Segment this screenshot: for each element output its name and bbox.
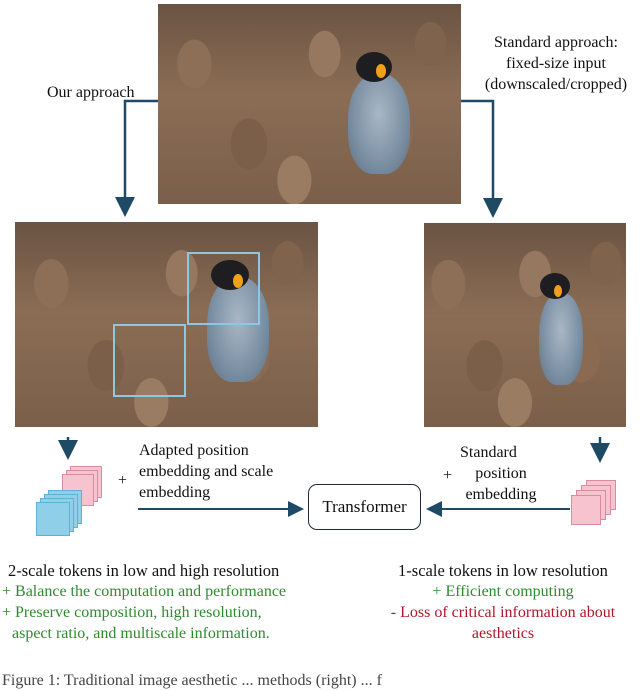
adult-penguin (348, 74, 410, 174)
left-penguin-photo (15, 222, 318, 427)
adult-penguin-ear-patch (376, 64, 386, 78)
our-approach-label: Our approach (47, 84, 135, 101)
adapted-embedding-label: Adapted position embedding and scale emb… (139, 440, 273, 503)
plus-left: + (118, 472, 128, 489)
left-caption-pro-1: + Balance the computation and performanc… (2, 583, 287, 600)
adapted-embedding-line-1: Adapted position (139, 442, 249, 459)
standard-embedding-line-3: embedding (465, 486, 537, 503)
standard-approach-line-1: Standard approach: (494, 34, 618, 51)
right-caption-title: 1-scale tokens in low resolution (398, 561, 608, 580)
adult-penguin-head (211, 260, 249, 290)
right-caption-con-2: aesthetics (471, 625, 535, 642)
left-caption: 2-scale tokens in low and high resolutio… (2, 560, 362, 644)
blue-token (36, 502, 70, 536)
standard-approach-line-3: (downscaled/cropped) (484, 76, 628, 93)
adapted-embedding-line-3: embedding (139, 484, 211, 501)
high-res-crop-box-chick (113, 324, 186, 397)
standard-approach-line-2: fixed-size input (506, 55, 606, 72)
left-caption-pro-3: aspect ratio, and multiscale information… (12, 625, 270, 642)
arrow-top-to-left (115, 99, 158, 217)
adult-penguin (539, 293, 583, 385)
standard-embedding-label: Standard position embedding (454, 442, 548, 505)
left-caption-pro-2: + Preserve composition, high resolution, (2, 604, 262, 621)
left-caption-title: 2-scale tokens in low and high resolutio… (8, 561, 280, 580)
plus-right: + (443, 467, 453, 484)
arrow-top-to-right (461, 99, 503, 218)
right-penguin-photo (424, 223, 626, 427)
right-caption: 1-scale tokens in low resolution + Effic… (366, 560, 640, 644)
transformer-box: Transformer (308, 484, 421, 530)
adult-penguin-ear-patch (554, 285, 562, 297)
standard-approach-label: Standard approach: fixed-size input (dow… (470, 32, 640, 95)
adult-penguin-head (356, 52, 392, 82)
right-caption-con-1: - Loss of critical information about (390, 604, 616, 621)
adult-penguin-ear-patch (233, 274, 243, 288)
right-caption-pro: + Efficient computing (432, 583, 574, 600)
pink-token (571, 495, 601, 525)
standard-embedding-line-2: position (475, 465, 527, 482)
high-res-crop-box-adult (187, 252, 260, 325)
top-penguin-photo (158, 4, 461, 204)
standard-embedding-line-1: Standard (460, 444, 517, 461)
adapted-embedding-line-2: embedding and scale (139, 463, 274, 480)
